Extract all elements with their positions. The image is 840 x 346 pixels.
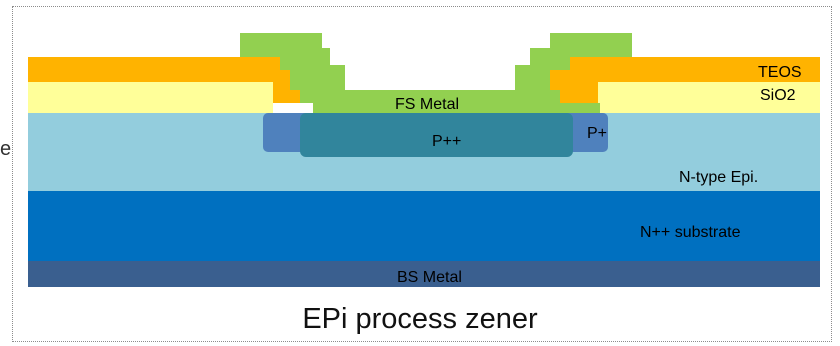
sio2-right <box>598 82 820 113</box>
teos-left <box>28 57 314 103</box>
n-substrate-layer <box>28 191 820 261</box>
p-plus-plus-label: P++ <box>432 133 462 150</box>
sio2-label: SiO2 <box>760 87 796 104</box>
fs-metal-label: FS Metal <box>395 96 460 113</box>
n-epi-label: N-type Epi. <box>679 169 759 186</box>
clipped-edge-text: e <box>0 138 12 160</box>
n-substrate-label: N++ substrate <box>640 224 741 241</box>
fs-metal-layer <box>240 33 632 113</box>
diagram-frame <box>12 6 832 342</box>
teos-label: TEOS <box>758 64 802 81</box>
diagram-caption: EPi process zener <box>302 303 538 335</box>
bs-metal-layer <box>28 261 820 287</box>
bs-metal-label: BS Metal <box>397 269 462 286</box>
sio2-left <box>28 82 273 113</box>
teos-right <box>536 57 820 103</box>
p-plus-plus-region <box>300 113 573 157</box>
p-plus-label: P+ <box>587 125 608 142</box>
